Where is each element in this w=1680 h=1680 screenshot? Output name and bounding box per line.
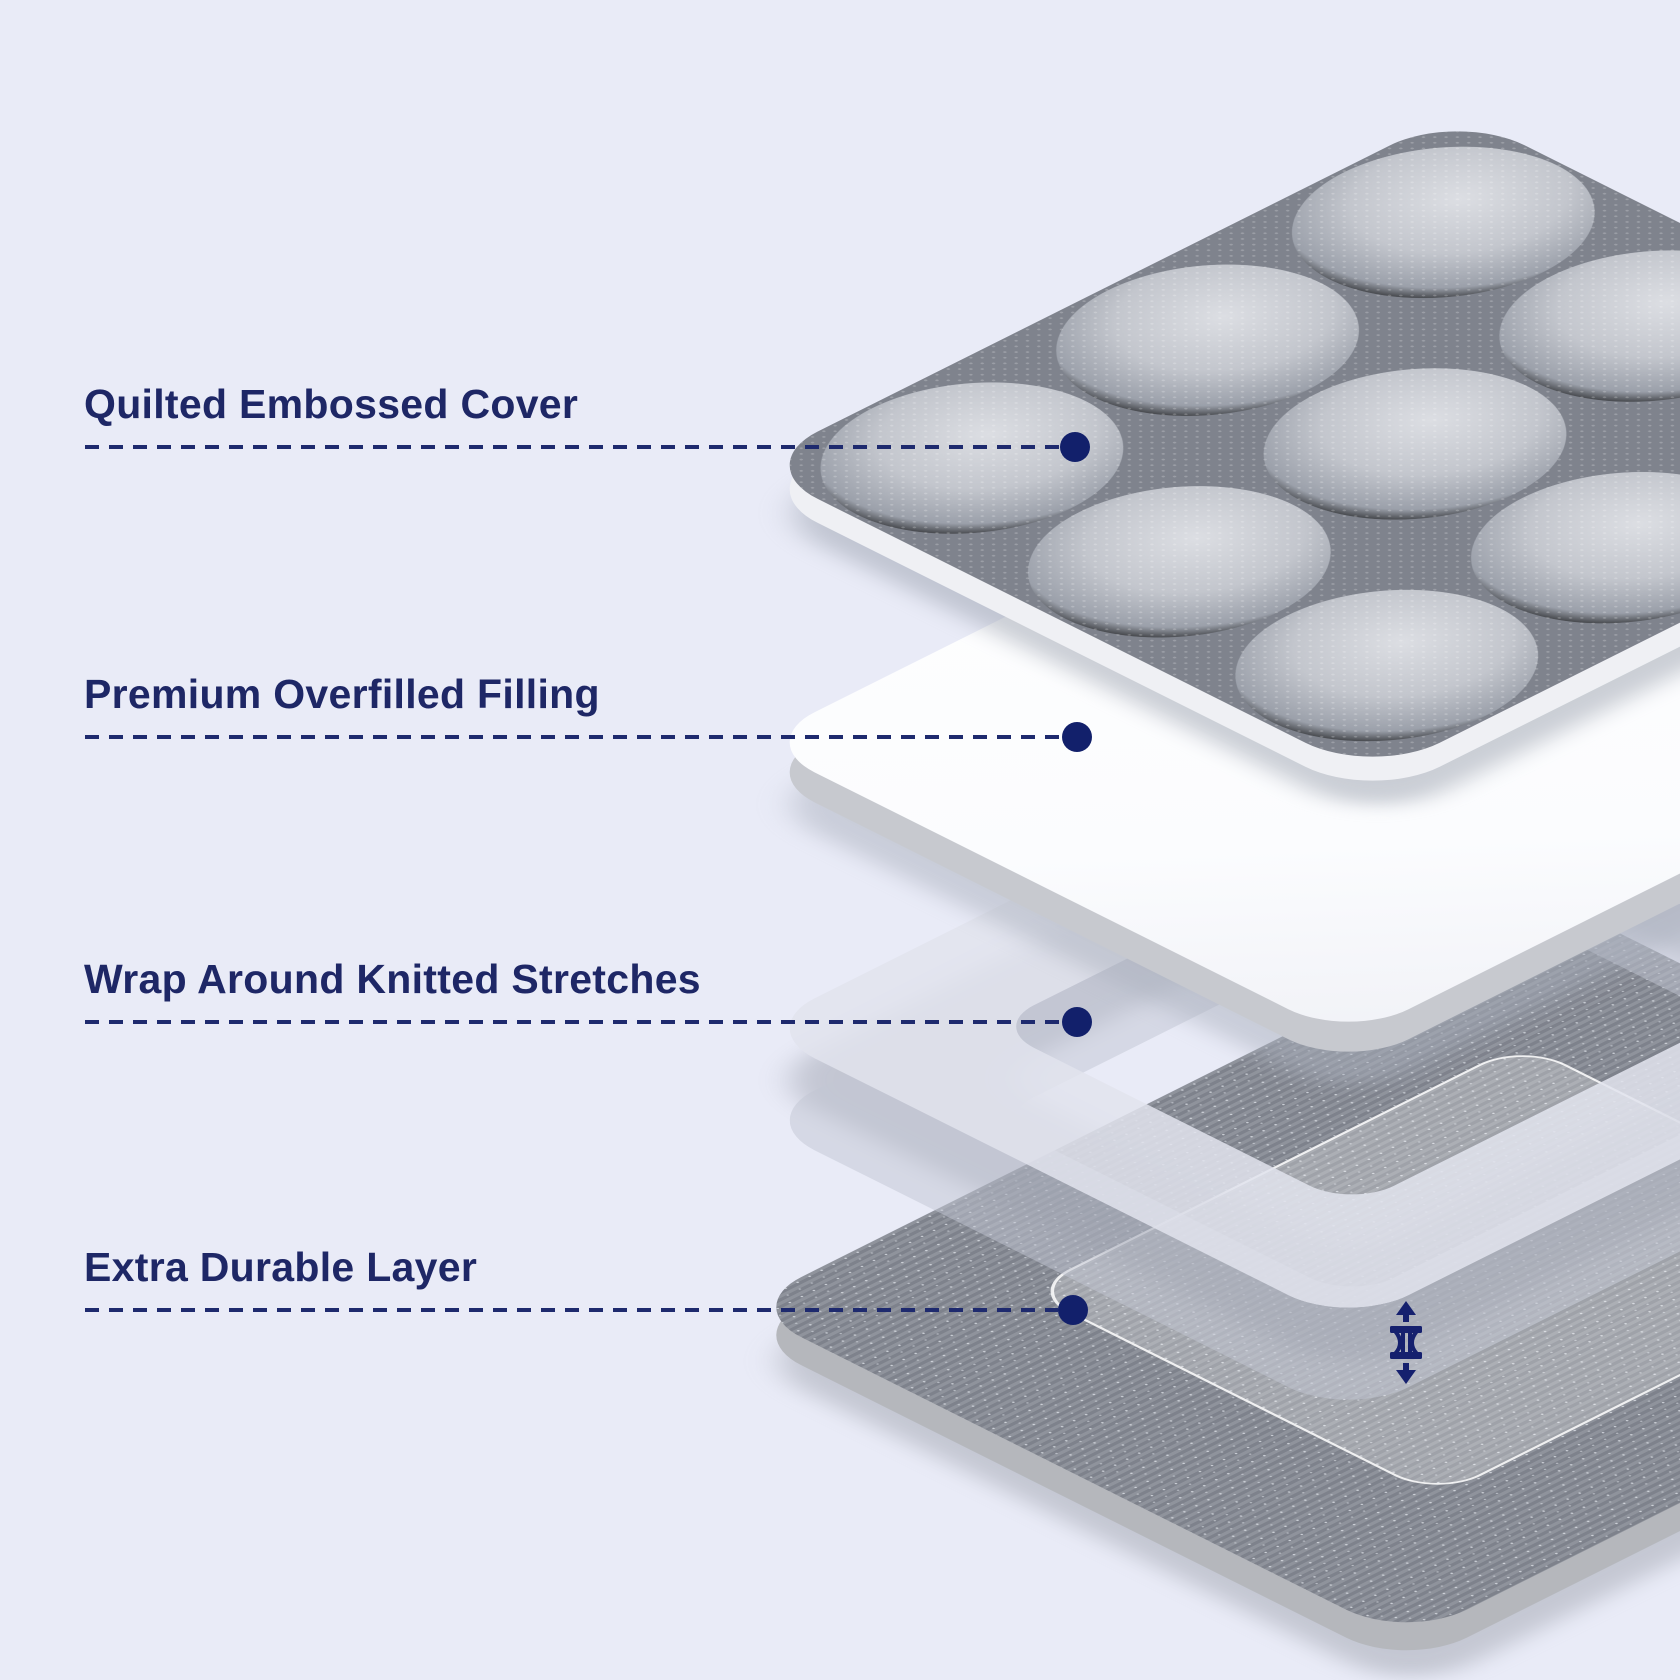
up-arrow-icon	[1396, 1301, 1416, 1315]
callout-durable-layer: Extra Durable Layer	[84, 1244, 477, 1290]
quilted-cover-layer	[789, 131, 1680, 805]
callout-quilted-cover: Quilted Embossed Cover	[84, 381, 578, 427]
leader-line-durable-layer	[85, 1308, 1058, 1312]
leader-line-premium-filling	[85, 735, 1062, 739]
callout-label: Quilted Embossed Cover	[84, 381, 579, 427]
leader-line-quilted-cover	[85, 445, 1062, 449]
quilted-cover-face	[789, 131, 1680, 757]
callout-premium-filling: Premium Overfilled Filling	[84, 671, 600, 717]
stretch-arrows-icon	[1390, 1301, 1422, 1384]
leader-dot-durable-layer	[1058, 1295, 1088, 1325]
callout-label: Extra Durable Layer	[84, 1244, 478, 1290]
leader-dot-premium-filling	[1062, 722, 1092, 752]
callout-label: Premium Overfilled Filling	[84, 671, 600, 717]
callout-label: Wrap Around Knitted Stretches	[84, 956, 701, 1002]
callout-knitted-stretches: Wrap Around Knitted Stretches	[84, 956, 701, 1002]
down-arrow-icon	[1396, 1370, 1416, 1384]
leader-dot-quilted-cover	[1060, 432, 1090, 462]
leader-line-knitted-stretches	[85, 1020, 1062, 1024]
leader-dot-knitted-stretches	[1062, 1007, 1092, 1037]
